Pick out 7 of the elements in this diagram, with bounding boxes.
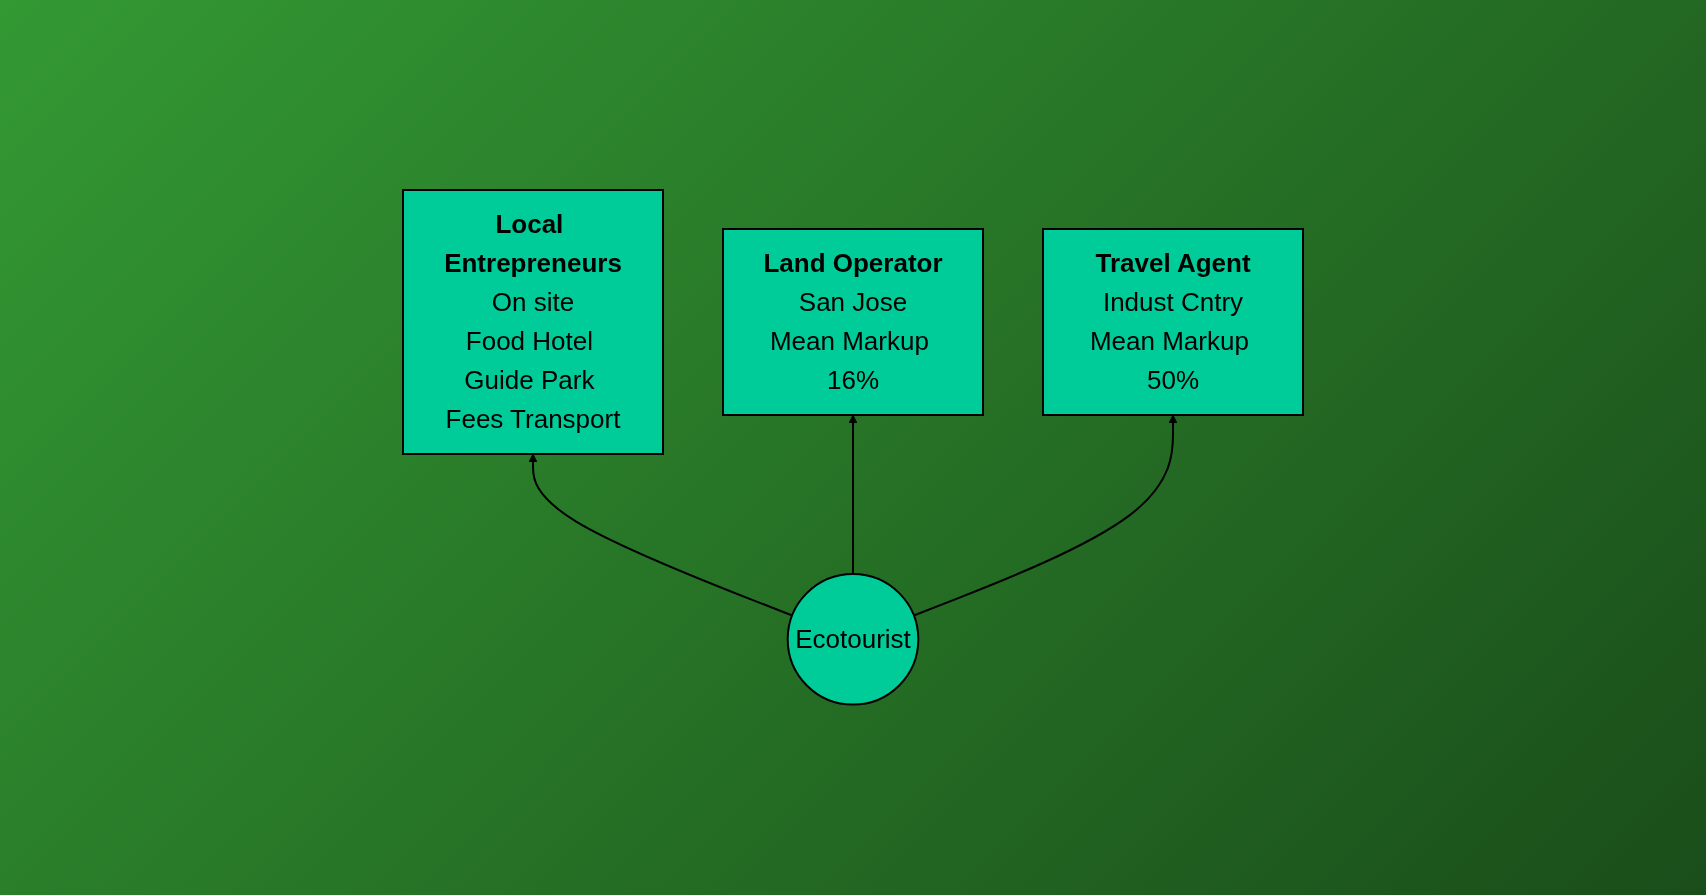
node-box: Travel Agent Indust Cntry Mean Markup 50% [1042, 228, 1304, 417]
arrow [848, 414, 858, 576]
arrow [912, 414, 1178, 617]
arrow [528, 453, 794, 617]
node-box: Local Entrepreneurs On site Food Hotel Guide Park Fees Transport [402, 189, 664, 456]
node-circle: Ecotourist [786, 573, 920, 706]
node-box: Land Operator San Jose Mean Markup 16% [722, 228, 984, 417]
